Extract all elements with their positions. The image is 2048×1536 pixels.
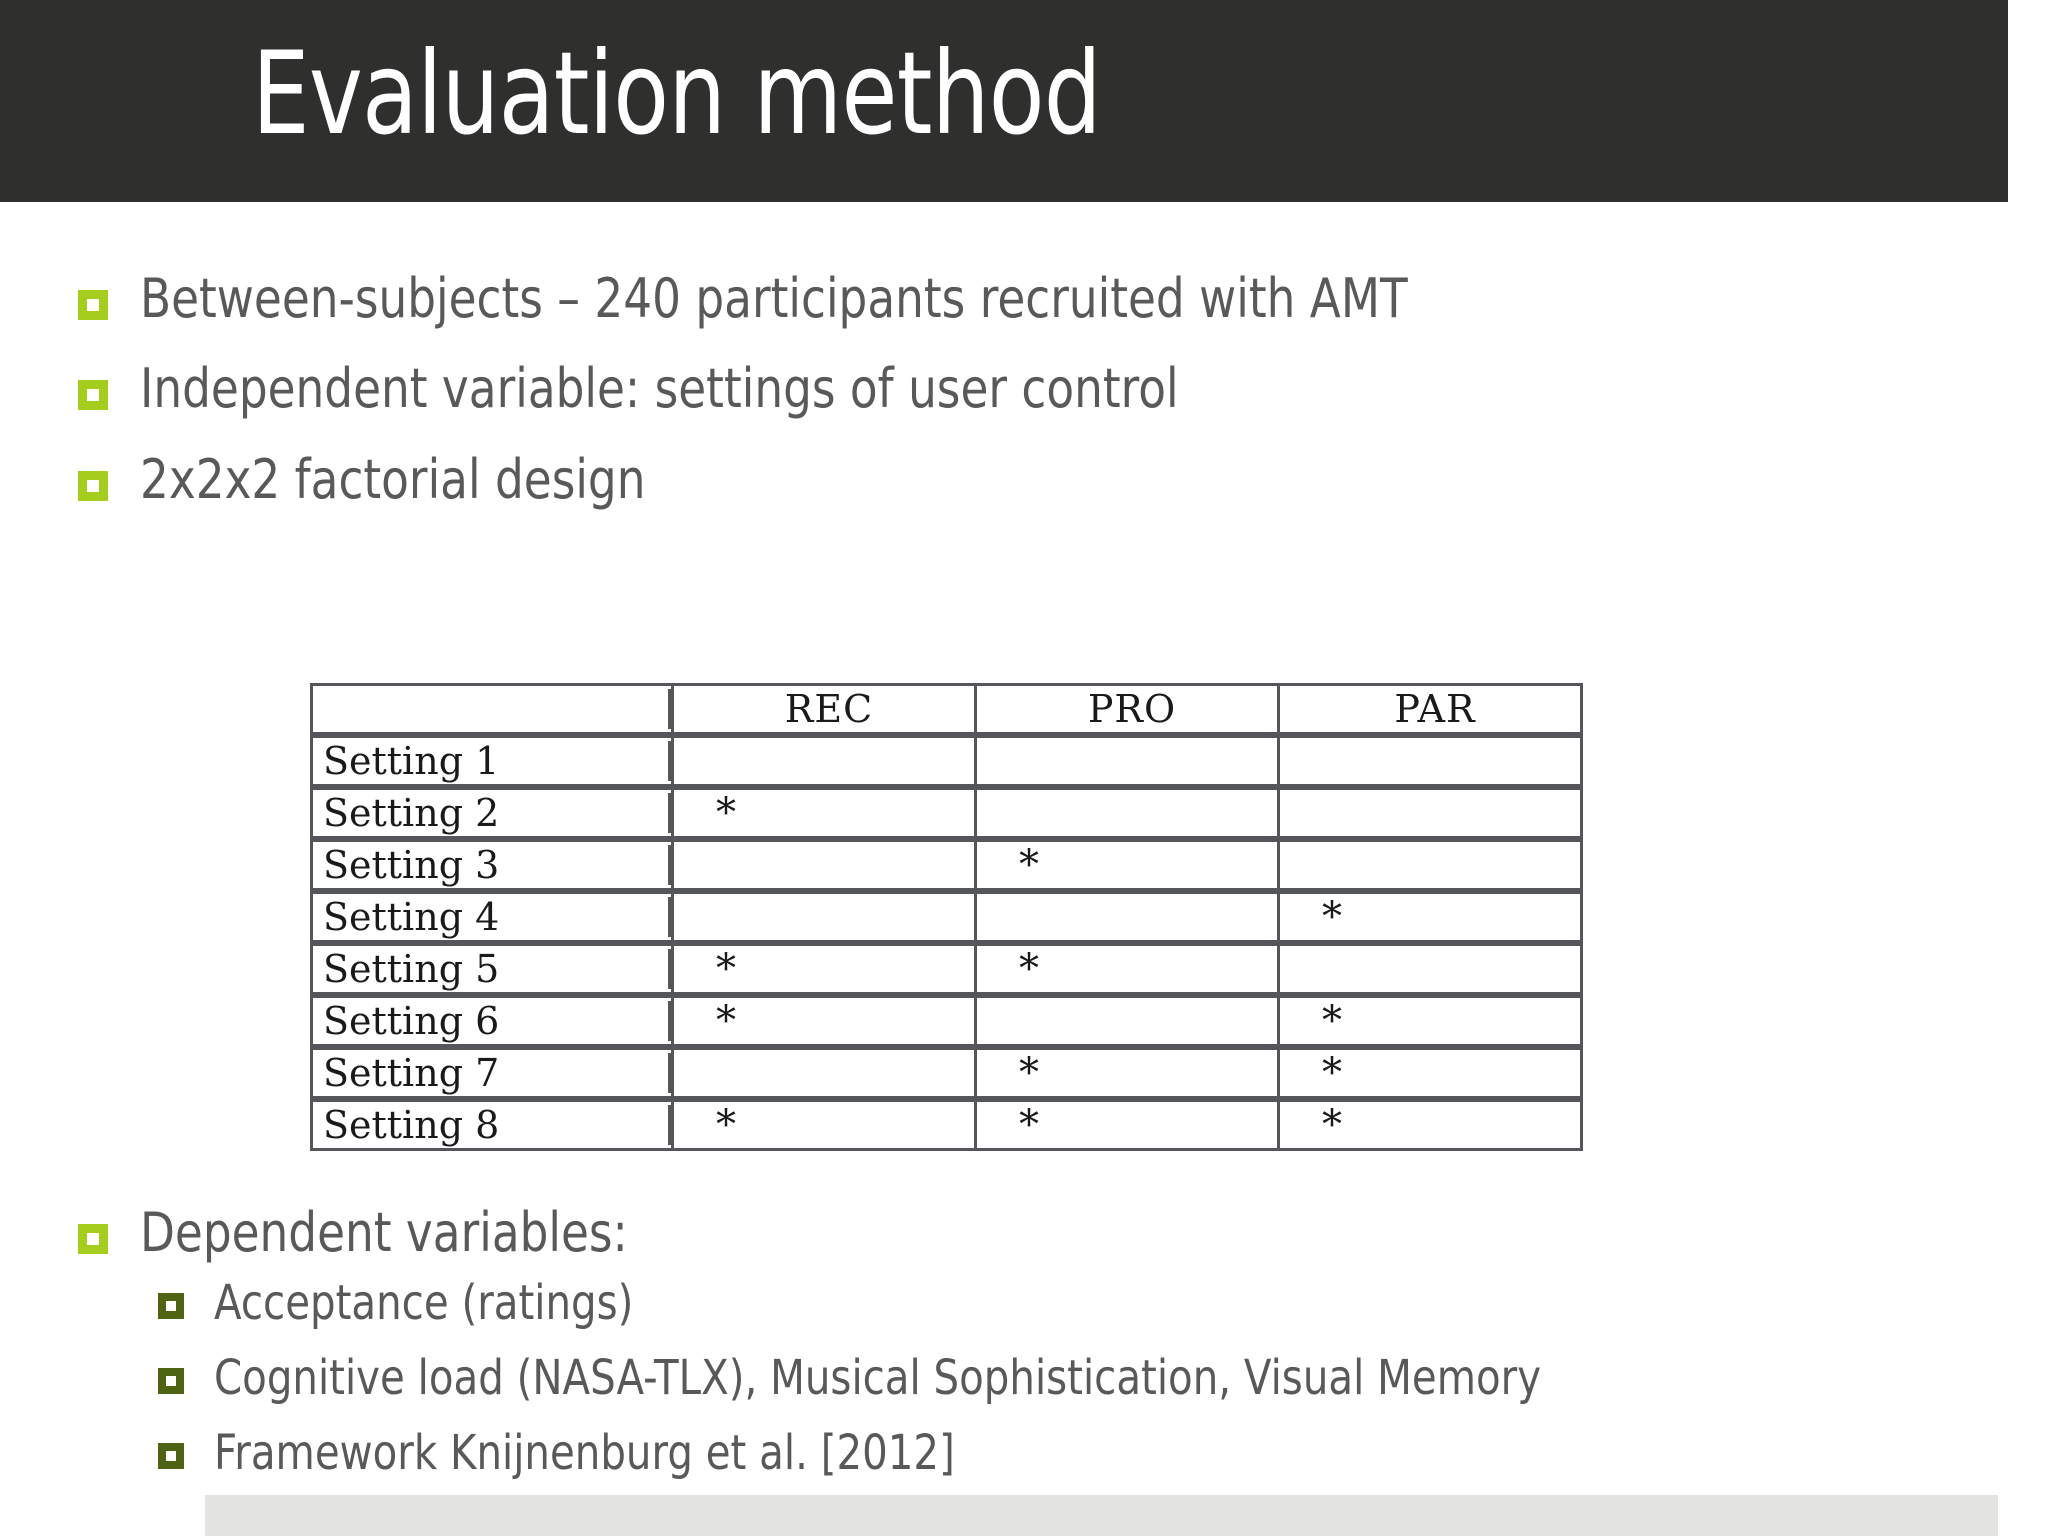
cell-par: * — [1277, 891, 1583, 943]
cell-pro — [974, 995, 1277, 1047]
factorial-design-table: REC PRO PAR Setting 1 Setting 2 * — [310, 683, 1583, 1151]
sub-bullet-item-acceptance: Acceptance (ratings) — [158, 1275, 713, 1331]
table-row: Setting 2 * — [310, 787, 1583, 839]
cell-rec: * — [671, 1099, 974, 1151]
table-row: Setting 4 * — [310, 891, 1583, 943]
cell-pro — [974, 891, 1277, 943]
square-bullet-icon — [158, 1368, 184, 1394]
cell-rec: * — [671, 995, 974, 1047]
factorial-design-table-wrapper: REC PRO PAR Setting 1 Setting 2 * — [310, 683, 1583, 1151]
slide-body: Between-subjects – 240 participants recr… — [0, 202, 2048, 1536]
cell-pro: * — [974, 943, 1277, 995]
cell-pro: * — [974, 1099, 1277, 1151]
table-header-row: REC PRO PAR — [310, 683, 1583, 735]
bullet-label: Independent variable: settings of user c… — [140, 357, 1179, 420]
cell-par — [1277, 943, 1583, 995]
column-header-rec: REC — [671, 683, 974, 735]
row-label: Setting 1 — [310, 735, 671, 787]
square-bullet-icon — [158, 1443, 184, 1469]
column-header-pro: PRO — [974, 683, 1277, 735]
bullet-label: Between-subjects – 240 participants recr… — [140, 267, 1408, 330]
row-label: Setting 5 — [310, 943, 671, 995]
sub-bullet-label: Cognitive load (NASA-TLX), Musical Sophi… — [214, 1350, 1542, 1406]
sub-bullet-item-cognitive-load: Cognitive load (NASA-TLX), Musical Sophi… — [158, 1350, 1794, 1406]
table-row: Setting 6 * * — [310, 995, 1583, 1047]
cell-par — [1277, 839, 1583, 891]
square-bullet-icon — [78, 290, 108, 320]
cell-pro — [974, 735, 1277, 787]
cell-par — [1277, 735, 1583, 787]
sub-bullet-item-framework: Framework Knijnenburg et al. [2012] — [158, 1425, 1096, 1481]
bullet-label: Dependent variables: — [140, 1201, 628, 1264]
row-label: Setting 8 — [310, 1099, 671, 1151]
row-label: Setting 7 — [310, 1047, 671, 1099]
row-label: Setting 6 — [310, 995, 671, 1047]
bottom-content-placeholder — [205, 1495, 1998, 1536]
square-bullet-icon — [78, 380, 108, 410]
bullet-item-between-subjects: Between-subjects – 240 participants recr… — [78, 268, 1649, 330]
slide-title-bar: Evaluation method — [0, 0, 2008, 202]
square-bullet-icon — [158, 1293, 184, 1319]
square-bullet-icon — [78, 471, 108, 501]
cell-rec — [671, 891, 974, 943]
square-bullet-icon — [78, 1224, 108, 1254]
cell-rec: * — [671, 787, 974, 839]
table-row: Setting 1 — [310, 735, 1583, 787]
table-row: Setting 3 * — [310, 839, 1583, 891]
bullet-item-factorial-design: 2x2x2 factorial design — [78, 449, 742, 511]
cell-pro: * — [974, 1047, 1277, 1099]
cell-rec — [671, 735, 974, 787]
cell-par: * — [1277, 1099, 1583, 1151]
table-row: Setting 5 * * — [310, 943, 1583, 995]
bullet-label: 2x2x2 factorial design — [140, 448, 646, 511]
cell-pro — [974, 787, 1277, 839]
row-label: Setting 2 — [310, 787, 671, 839]
cell-par — [1277, 787, 1583, 839]
cell-rec: * — [671, 943, 974, 995]
cell-rec — [671, 839, 974, 891]
row-label: Setting 3 — [310, 839, 671, 891]
sub-bullet-label: Framework Knijnenburg et al. [2012] — [214, 1425, 955, 1481]
page-title: Evaluation method — [252, 27, 1102, 160]
column-header-blank — [310, 683, 671, 735]
cell-pro: * — [974, 839, 1277, 891]
row-label: Setting 4 — [310, 891, 671, 943]
sub-bullet-label: Acceptance (ratings) — [214, 1275, 634, 1331]
cell-par: * — [1277, 995, 1583, 1047]
table-row: Setting 7 * * — [310, 1047, 1583, 1099]
column-header-par: PAR — [1277, 683, 1583, 735]
cell-par: * — [1277, 1047, 1583, 1099]
table-row: Setting 8 * * * — [310, 1099, 1583, 1151]
bullet-item-independent-variable: Independent variable: settings of user c… — [78, 358, 1377, 420]
cell-rec — [671, 1047, 974, 1099]
bullet-item-dependent-variables: Dependent variables: — [78, 1202, 721, 1264]
